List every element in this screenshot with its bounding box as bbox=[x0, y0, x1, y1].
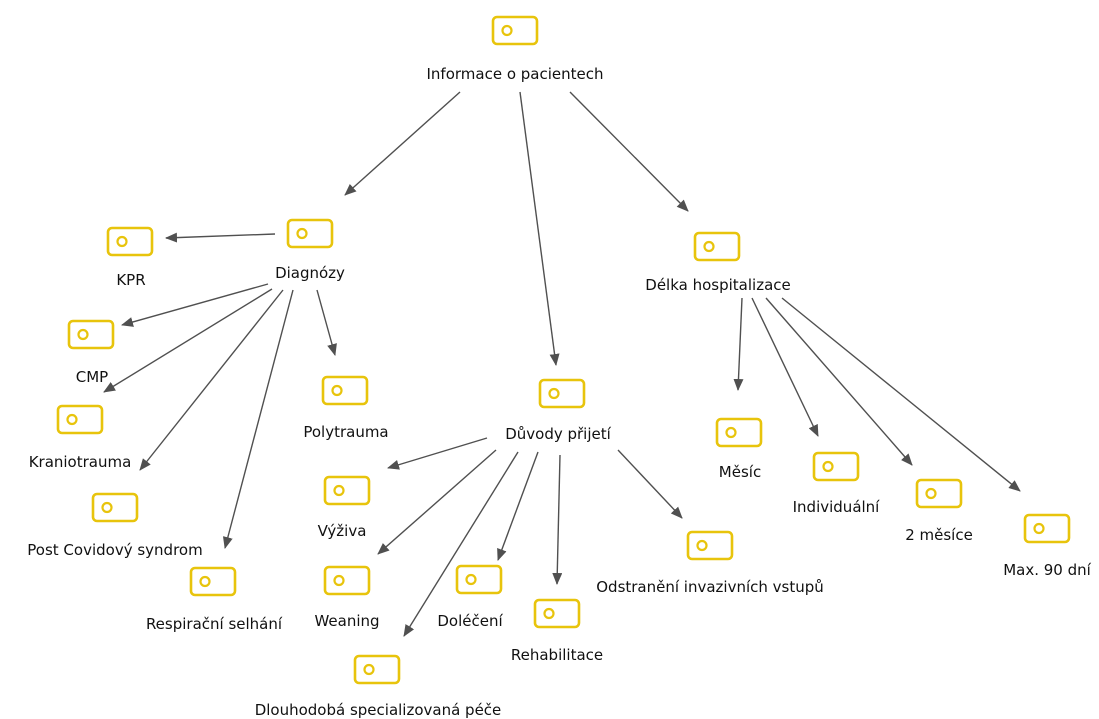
edge-duvody-weaning bbox=[377, 449, 497, 555]
edge-duvody-dolecen bbox=[497, 451, 539, 561]
edge-diagnozy-respiracni bbox=[222, 289, 294, 549]
node-delka: Délka hospitalizace bbox=[645, 276, 790, 294]
edge-delka-2mesice bbox=[765, 297, 913, 466]
tag-icon bbox=[1023, 513, 1071, 544]
node-dolecen: Doléčení bbox=[437, 612, 503, 630]
node-dlouhodoba: Dlouhodobá specializovaná péče bbox=[255, 701, 502, 719]
node-kpr: KPR bbox=[116, 271, 145, 289]
node-mesic: Měsíc bbox=[719, 463, 761, 481]
node-rehabilitace: Rehabilitace bbox=[511, 646, 603, 664]
node-diagnozy: Diagnózy bbox=[275, 264, 345, 282]
tag-icon bbox=[715, 417, 763, 448]
tag-icon bbox=[189, 566, 237, 597]
node-root: Informace o pacientech bbox=[426, 65, 603, 83]
tag-icon bbox=[812, 451, 860, 482]
tag-icon bbox=[106, 226, 154, 257]
node-odstraneni: Odstranění invazivních vstupů bbox=[596, 578, 824, 596]
node-individualni: Individuální bbox=[793, 498, 881, 516]
tag-icon bbox=[286, 218, 334, 249]
edge-diagnozy-postcovid bbox=[139, 289, 284, 471]
node-weaning: Weaning bbox=[314, 612, 379, 630]
tag-icon bbox=[455, 564, 503, 595]
node-2-mesice: 2 měsíce bbox=[905, 526, 973, 544]
edge-root-duvody bbox=[519, 91, 560, 366]
node-max90: Max. 90 dní bbox=[1003, 561, 1091, 579]
tag-icon bbox=[686, 530, 734, 561]
edge-diagnozy-kraniotrauma bbox=[103, 288, 273, 393]
tag-icon bbox=[67, 319, 115, 350]
edge-delka-max90 bbox=[781, 297, 1021, 492]
node-cmp: CMP bbox=[76, 368, 108, 386]
node-vyziva: Výživa bbox=[318, 522, 367, 540]
edge-root-delka bbox=[569, 91, 689, 212]
edge-duvody-dlouhodoba bbox=[403, 451, 519, 637]
edge-duvody-rehabilitace bbox=[552, 454, 563, 585]
tag-icon bbox=[56, 404, 104, 435]
edge-diagnozy-kpr bbox=[165, 232, 276, 243]
edge-root-diagnozy bbox=[344, 91, 461, 196]
tag-icon bbox=[693, 231, 741, 262]
edge-diagnozy-polytrauma bbox=[316, 289, 337, 356]
tag-icon bbox=[91, 492, 139, 523]
node-icons bbox=[56, 15, 1071, 685]
tag-icon bbox=[353, 654, 401, 685]
edge-duvody-odstraneni bbox=[617, 449, 683, 519]
node-labels: Informace o pacientech Diagnózy Délka ho… bbox=[27, 65, 1091, 719]
tag-icon bbox=[538, 378, 586, 409]
node-duvody: Důvody přijetí bbox=[505, 425, 611, 443]
node-postcovid: Post Covidový syndrom bbox=[27, 541, 202, 559]
tag-icon bbox=[321, 375, 369, 406]
tag-icon bbox=[323, 475, 371, 506]
node-kraniotrauma: Kraniotrauma bbox=[29, 453, 132, 471]
tag-icon bbox=[533, 598, 581, 629]
tag-icon bbox=[323, 565, 371, 596]
node-polytrauma: Polytrauma bbox=[303, 423, 388, 441]
edge-delka-individualni bbox=[751, 297, 819, 437]
edge-delka-mesic bbox=[733, 297, 744, 391]
edge-duvody-vyziva bbox=[387, 437, 488, 470]
tag-icon bbox=[491, 15, 539, 46]
tag-icon bbox=[915, 478, 963, 509]
edges bbox=[103, 91, 1021, 637]
edge-diagnozy-cmp bbox=[121, 283, 269, 327]
node-respiracni: Respirační selhání bbox=[146, 615, 283, 633]
